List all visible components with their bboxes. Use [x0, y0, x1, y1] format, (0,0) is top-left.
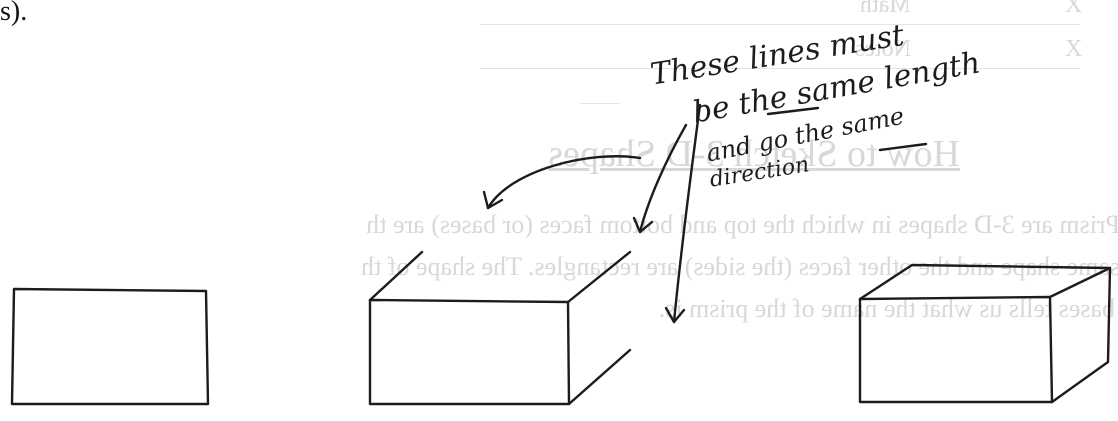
- bleed-rule-1: [480, 24, 1080, 25]
- page-fragment-text: s).: [0, 0, 28, 27]
- bleed-x-mark-2: X: [1065, 36, 1083, 62]
- bleed-rule-2: [480, 68, 1080, 69]
- closed-prism-sketch: [858, 263, 1112, 404]
- handwriting-underlines: [766, 106, 928, 152]
- bleed-rule-3: [580, 103, 620, 104]
- bleed-x-mark-1: X: [1065, 0, 1083, 18]
- rectangle-sketch: [10, 287, 210, 406]
- open-prism-sketch: [368, 250, 632, 406]
- annotation-arrows: [482, 103, 702, 324]
